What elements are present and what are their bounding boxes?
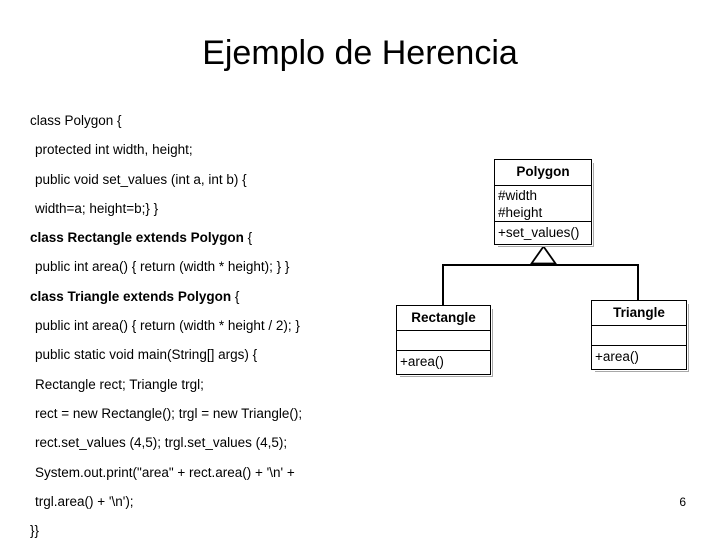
code-keyword-declaration: class Triangle extends Polygon — [30, 288, 232, 304]
code-text: class Polygon { — [30, 113, 122, 128]
code-line: width=a; height=b;} } — [30, 194, 380, 223]
code-keyword-declaration: class Rectangle extends Polygon — [30, 230, 244, 246]
code-line: class Polygon { — [30, 106, 380, 135]
uml-class-name-polygon: Polygon — [495, 160, 591, 186]
page-number: 6 — [679, 495, 686, 509]
code-line: }} — [30, 516, 380, 545]
code-text: public void set_values (int a, int b) { — [35, 171, 247, 187]
code-text: public int area() { return (width * heig… — [35, 259, 290, 275]
code-text: rect.set_values (4,5); trgl.set_values (… — [35, 435, 288, 451]
code-line: public static void main(String[] args) { — [30, 340, 380, 369]
generalization-branch-rectangle — [442, 264, 444, 306]
code-text: protected int width, height; — [35, 142, 193, 158]
code-line: Rectangle rect; Triangle trgl; — [30, 370, 380, 399]
uml-attributes-polygon: #width #height — [495, 186, 591, 222]
code-line: System.out.print("area" + rect.area() + … — [30, 458, 380, 487]
code-text: Rectangle rect; Triangle trgl; — [35, 376, 204, 392]
uml-class-name-triangle: Triangle — [592, 301, 686, 326]
generalization-horizontal-line — [442, 264, 638, 266]
code-text: rect = new Rectangle(); trgl = new Trian… — [35, 405, 303, 421]
uml-class-polygon[interactable]: Polygon #width #height +set_values() — [494, 159, 592, 245]
code-listing: class Polygon { protected int width, heig… — [30, 106, 380, 545]
code-line: public int area() { return (width * heig… — [30, 252, 380, 281]
code-text: width=a; height=b;} } — [35, 200, 159, 216]
code-text: }} — [30, 523, 40, 539]
code-text: public static void main(String[] args) { — [35, 347, 258, 363]
code-text: trgl.area() + '\n'); — [35, 493, 134, 509]
code-text: public int area() { return (width * heig… — [35, 318, 300, 334]
uml-class-rectangle[interactable]: Rectangle +area() — [396, 305, 491, 375]
uml-attributes-triangle — [592, 326, 686, 346]
uml-operations-rectangle: +area() — [400, 354, 444, 369]
uml-operations-polygon: +set_values() — [498, 225, 580, 240]
page-title: Ejemplo de Herencia — [202, 34, 518, 72]
code-line: rect.set_values (4,5); trgl.set_values (… — [30, 428, 380, 457]
inheritance-triangle-icon — [530, 245, 557, 265]
code-line: protected int width, height; — [30, 135, 380, 164]
code-line: trgl.area() + '\n'); — [30, 487, 380, 516]
generalization-branch-triangle — [637, 264, 639, 301]
uml-attributes-rectangle — [397, 331, 490, 351]
code-text: { — [231, 288, 240, 304]
uml-class-diagram: Polygon #width #height +set_values() Rec… — [380, 150, 710, 390]
uml-operations-triangle: +area() — [595, 349, 639, 364]
uml-class-name-rectangle: Rectangle — [397, 306, 490, 331]
code-line: rect = new Rectangle(); trgl = new Trian… — [30, 399, 380, 428]
code-text: { — [243, 230, 253, 246]
code-line: public void set_values (int a, int b) { — [30, 165, 380, 194]
code-text: System.out.print("area" + rect.area() + … — [35, 464, 295, 480]
code-line: public int area() { return (width * heig… — [30, 311, 380, 340]
code-line: class Triangle extends Polygon { — [30, 282, 380, 311]
uml-class-triangle[interactable]: Triangle +area() — [591, 300, 687, 370]
code-line: class Rectangle extends Polygon { — [30, 223, 380, 252]
